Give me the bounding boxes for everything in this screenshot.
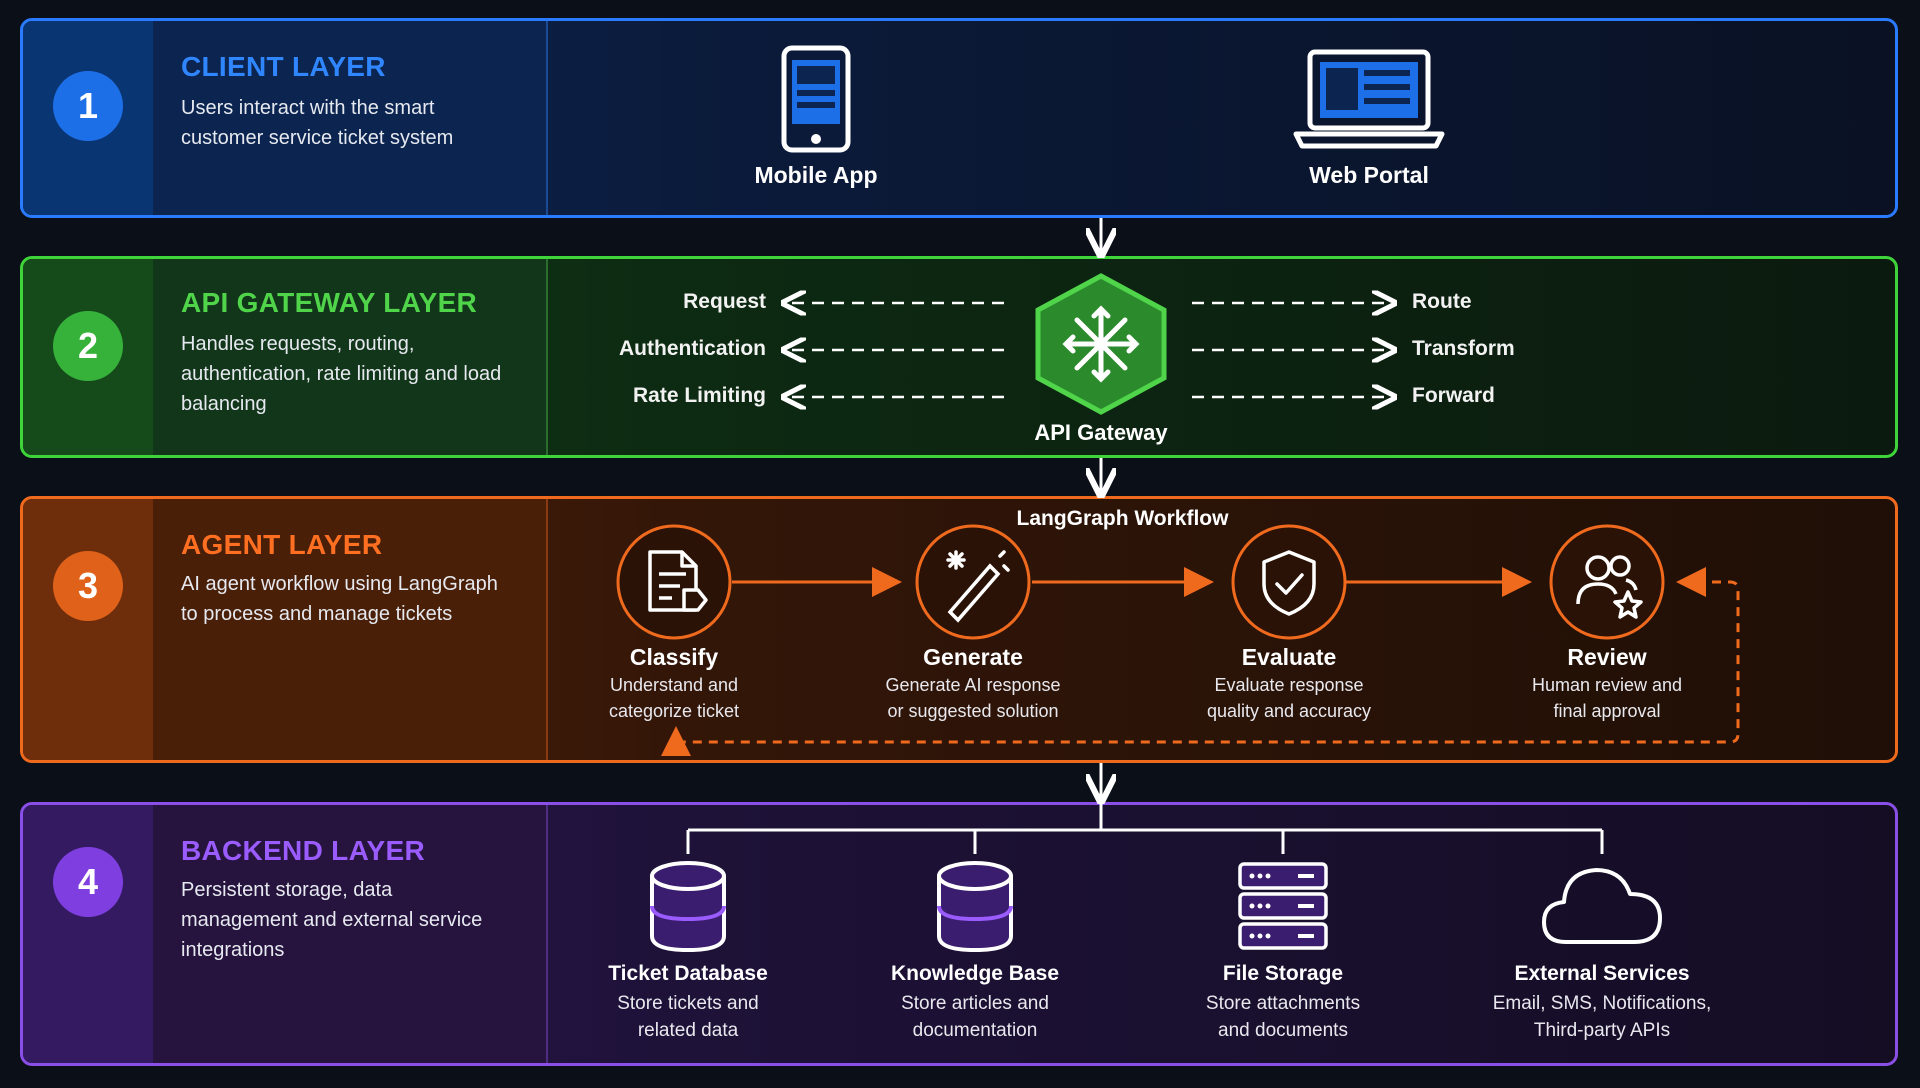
server-icon bbox=[1238, 862, 1328, 950]
layer-description: Persistent storage, data management and … bbox=[181, 879, 483, 961]
api-gateway-label: API Gateway bbox=[1034, 420, 1168, 445]
layer-info-column: BACKEND LAYER Persistent storage, data m… bbox=[153, 805, 548, 1063]
shield-check-icon bbox=[1262, 550, 1316, 616]
layer-info-column: API GATEWAY LAYER Handles requests, rout… bbox=[153, 259, 548, 455]
layer-number-column: 1 bbox=[23, 21, 153, 215]
workflow-title: LangGraph Workflow bbox=[1016, 507, 1229, 530]
layer-info-column: CLIENT LAYER Users interact with the sma… bbox=[153, 21, 548, 215]
layer-title: API GATEWAY LAYER bbox=[181, 287, 478, 318]
database-icon bbox=[937, 861, 1013, 953]
layer-description: Users interact with the smart customer s… bbox=[181, 97, 454, 149]
network-hub-icon bbox=[1035, 273, 1167, 415]
generate-step-icon bbox=[915, 524, 1031, 640]
layer-number-badge: 4 bbox=[53, 847, 123, 917]
gateway-dashed-arrows bbox=[786, 303, 1392, 397]
classify-step-label: Classify bbox=[629, 644, 719, 670]
api-gateway-layer-panel: 2 API GATEWAY LAYER Handles requests, ro… bbox=[20, 256, 1898, 458]
gateway-request-label: Request bbox=[683, 290, 766, 313]
web-portal-label: Web Portal bbox=[1309, 162, 1429, 188]
file-storage-icon bbox=[1238, 862, 1328, 950]
gateway-rate-limiting-label: Rate Limiting bbox=[632, 384, 766, 407]
classify-step-icon bbox=[616, 524, 732, 640]
layer-number-badge: 2 bbox=[53, 311, 123, 381]
layer-number-column: 3 bbox=[23, 499, 153, 760]
gateway-transform-label: Transform bbox=[1412, 337, 1515, 360]
workflow-arrows bbox=[661, 567, 1740, 756]
client-layer-panel: 1 CLIENT LAYER Users interact with the s… bbox=[20, 18, 1898, 218]
layer-title: AGENT LAYER bbox=[181, 529, 383, 560]
external-services-desc: Email, SMS, Notifications,Third-party AP… bbox=[1492, 993, 1712, 1041]
ticket-database-icon bbox=[650, 861, 726, 953]
external-services-icon bbox=[1542, 868, 1662, 944]
layer-description: AI agent workflow using LangGraph to pro… bbox=[181, 573, 498, 625]
layer-title: BACKEND LAYER bbox=[181, 835, 426, 866]
review-step-label: Review bbox=[1567, 644, 1647, 670]
layer-number-badge: 1 bbox=[53, 71, 123, 141]
layer-info-column: AGENT LAYER AI agent workflow using Lang… bbox=[153, 499, 548, 760]
knowledge-base-label: Knowledge Base bbox=[890, 962, 1060, 985]
gateway-forward-label: Forward bbox=[1412, 384, 1495, 407]
evaluate-step-label: Evaluate bbox=[1241, 644, 1337, 670]
backend-tree-connector bbox=[686, 798, 1604, 854]
mobile-phone-icon bbox=[781, 45, 851, 153]
gateway-authentication-label: Authentication bbox=[619, 337, 766, 360]
database-icon bbox=[650, 861, 726, 953]
document-tag-icon bbox=[648, 550, 708, 612]
layer-description: Handles requests, routing, authenticatio… bbox=[181, 333, 502, 415]
laptop-icon bbox=[1293, 49, 1445, 149]
layer-number-badge: 3 bbox=[53, 551, 123, 621]
magic-wand-icon bbox=[946, 550, 1010, 623]
ticket-database-label: Ticket Database bbox=[608, 962, 768, 985]
knowledge-base-icon bbox=[937, 861, 1013, 953]
evaluate-step-icon bbox=[1231, 524, 1347, 640]
external-services-label: External Services bbox=[1514, 962, 1690, 985]
file-storage-label: File Storage bbox=[1222, 962, 1344, 985]
users-star-icon bbox=[1576, 555, 1643, 619]
cloud-icon bbox=[1542, 868, 1662, 944]
layer-title: CLIENT LAYER bbox=[181, 51, 386, 82]
layer-number-column: 4 bbox=[23, 805, 153, 1063]
layer-number-column: 2 bbox=[23, 259, 153, 455]
review-step-icon bbox=[1549, 524, 1665, 640]
generate-step-label: Generate bbox=[923, 644, 1023, 670]
mobile-app-label: Mobile App bbox=[754, 162, 878, 188]
gateway-route-label: Route bbox=[1412, 290, 1472, 313]
